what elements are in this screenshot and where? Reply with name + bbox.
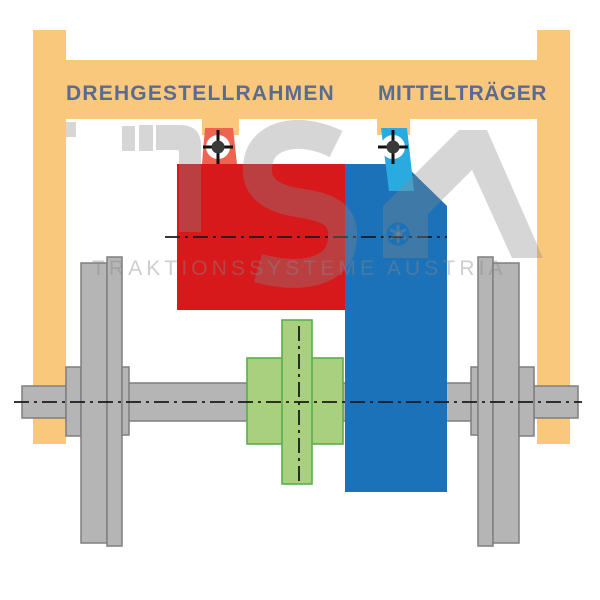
logo-letter-s-icon — [242, 119, 358, 288]
gear-unit — [345, 164, 447, 492]
bogie-frame-label: DREHGESTELLRAHMEN — [66, 82, 335, 105]
left-wheel-inner-collar — [121, 366, 130, 436]
logo-asterisk-icon — [389, 224, 407, 244]
logo-stripe-icon — [139, 125, 153, 151]
bogie-frame — [33, 30, 570, 444]
logo-letter-a-icon — [383, 130, 543, 258]
logo-letter-t-icon — [156, 125, 201, 232]
pivot-dot — [386, 140, 400, 154]
logo-stripe-icon — [122, 126, 135, 151]
tsa-watermark-logo — [66, 119, 543, 288]
gear-pivot-marker — [378, 130, 408, 164]
logo-stripe-icon — [66, 122, 76, 137]
pivot-dot — [211, 140, 225, 154]
motor-pivot-marker — [203, 130, 233, 164]
right-wheel-disc — [492, 262, 520, 544]
left-wheel-disc — [80, 262, 108, 544]
frame-top-beam — [33, 60, 570, 119]
middle-carrier-label: MITTELTRÄGER — [378, 82, 547, 105]
centerlines — [14, 236, 582, 484]
right-wheel-inner-collar — [470, 366, 479, 436]
tsa-watermark-text: TRAKTIONSSYSTEME AUSTRIA — [92, 257, 507, 280]
